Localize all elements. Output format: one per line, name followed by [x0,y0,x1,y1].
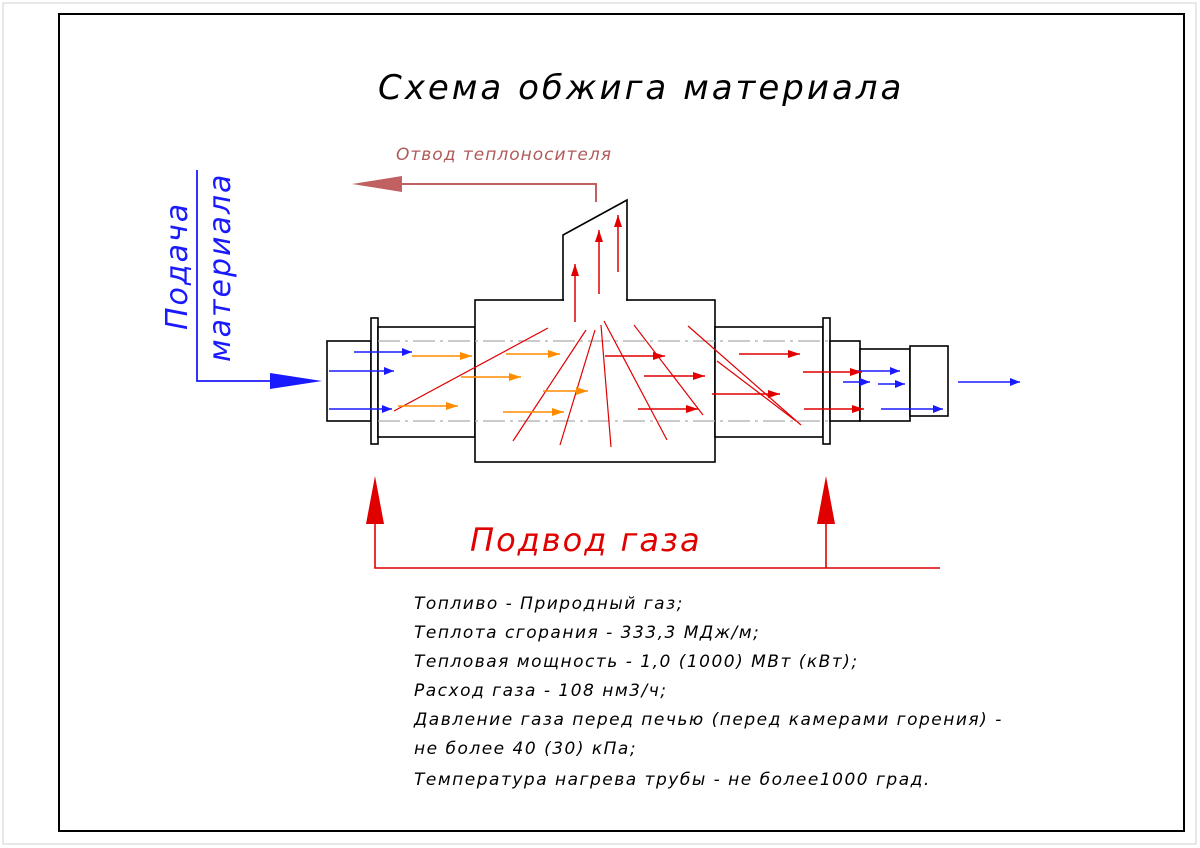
gas-supply-label: Подвод газа [470,521,702,559]
heat-carrier-outlet-line [398,183,597,202]
gas-supply-line [374,520,940,569]
gas-supply-arrowhead-right [817,476,835,524]
kiln-body [326,198,949,463]
material-feed-line [196,170,272,382]
heat-carrier-outlet-label: Отвод теплоносителя [396,145,612,165]
hot-gas-arrows [571,215,864,413]
material-flow-arrows [329,348,1020,413]
spec-line: Теплота сгорания - 333,3 МДж/м; [414,623,760,643]
diagram-title: Схема обжига материала [378,68,904,108]
material-feed-arrowhead [270,373,322,389]
drawing-frame [58,13,1185,832]
flame-lines [393,320,802,448]
material-feed-label-line1: Подача [160,202,195,330]
heat-carrier-outlet-arrowhead [352,176,402,192]
spec-line: Давление газа перед печью (перед камерам… [413,710,1003,730]
spec-line: не более 40 (30) кПа; [414,739,637,759]
spec-line: Тепловая мощность - 1,0 (1000) МВт (кВт)… [414,652,859,672]
spec-line: Расход газа - 108 нм3/ч; [414,681,668,701]
gas-supply-arrowhead-left [366,476,384,524]
spec-line: Топливо - Природный газ; [414,594,684,614]
material-feed-label-line2: материала [203,173,238,362]
spec-line: Температура нагрева трубы - не более1000… [414,770,931,790]
heated-material-arrows [398,350,588,416]
specifications-block: Топливо - Природный газ; Теплота сгорани… [413,594,1003,790]
